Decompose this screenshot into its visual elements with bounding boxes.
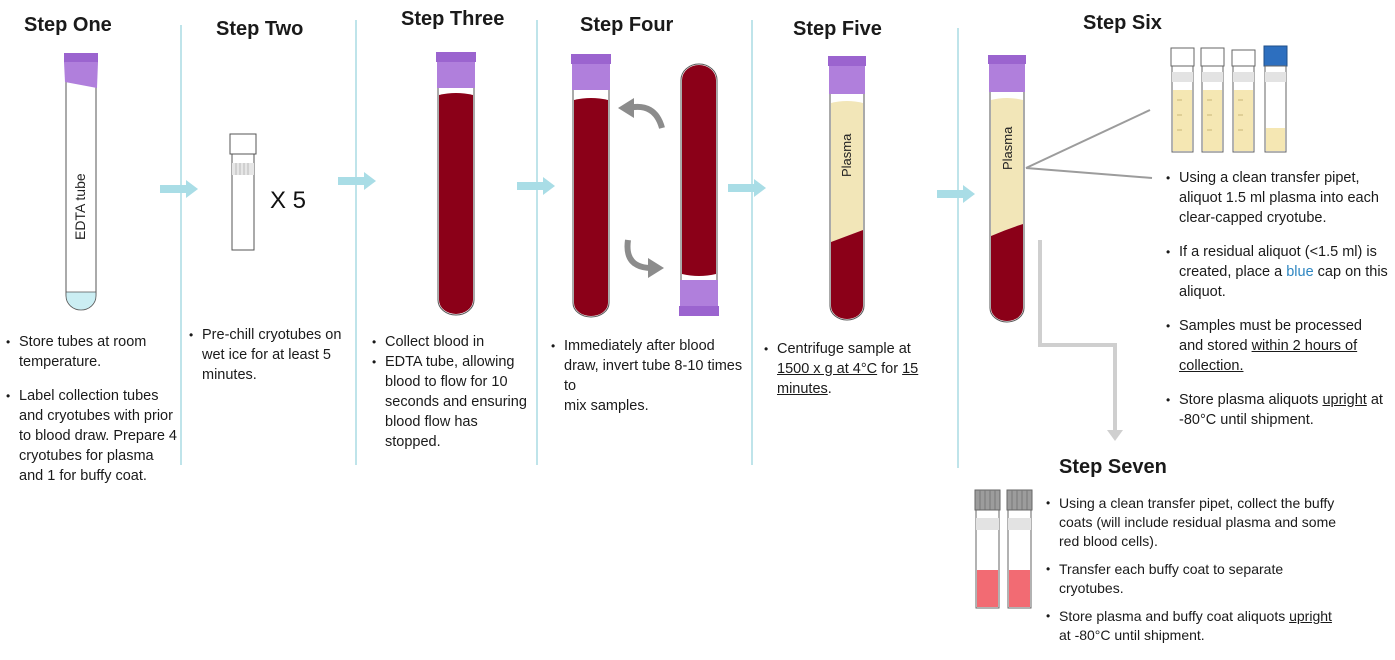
step-two-title: Step Two — [216, 18, 304, 40]
step-seven-connector — [1038, 240, 1117, 430]
centrifuged-tube-icon: Plasma — [828, 56, 866, 321]
step-six-note-3: Samples must be processed and stored wit… — [1166, 316, 1388, 376]
step-six-note-1: Using a clean transfer pipet, aliquot 1.… — [1166, 168, 1388, 228]
step-five-note-post: . — [827, 381, 832, 397]
aliquot-tube-3-icon — [1231, 49, 1256, 153]
divider-4 — [751, 20, 753, 465]
step-three-note-1: Collect blood in — [372, 332, 532, 352]
step-seven-note-3-text: Store plasma and buffy coat aliquots — [1059, 608, 1290, 624]
step-five-note-mid: for — [877, 361, 903, 377]
step-one-note-2: Label collection tubes and cryotubes wit… — [6, 386, 181, 486]
step-five-note-text: Centrifuge sample at — [777, 341, 911, 357]
cryotube-icon — [229, 133, 257, 251]
plasma-label-step6: Plasma — [1000, 126, 1015, 170]
step-one-note-1: Store tubes at room temperature. — [6, 332, 181, 372]
blood-tube-inverted-icon — [679, 63, 719, 316]
aliquot-tube-2-icon — [1200, 47, 1225, 153]
buffy-coat-tube-1-icon — [974, 489, 1001, 609]
step-seven-note-3: Store plasma and buffy coat aliquots upr… — [1046, 607, 1346, 645]
step-seven-note-3-post: at -80°C until shipment. — [1059, 627, 1205, 643]
step-six-note-4-upright: upright — [1322, 392, 1367, 408]
arrow-2-3 — [338, 172, 376, 190]
blue-cap-word: blue — [1286, 264, 1314, 280]
step-four-note-1-cont: mix samples. — [564, 398, 649, 414]
divider-1 — [180, 25, 182, 465]
step-five-time: 15 minutes — [777, 361, 919, 397]
divider-5 — [957, 28, 959, 468]
step-four-note-1: Immediately after blood draw, invert tub… — [551, 336, 746, 396]
divider-3 — [536, 20, 538, 465]
aliquot-pointer-lines — [1025, 109, 1153, 179]
step-seven-notes: Using a clean transfer pipet, collect th… — [1046, 494, 1346, 659]
step-seven-arrowhead — [1107, 430, 1123, 441]
plasma-label-step5: Plasma — [839, 133, 854, 177]
arrow-4-5 — [728, 179, 766, 197]
step-four-title: Step Four — [580, 14, 674, 36]
step-one-title: Step One — [24, 14, 112, 36]
step-six-notes: Using a clean transfer pipet, aliquot 1.… — [1166, 168, 1388, 444]
step-six-note-4: Store plasma aliquots upright at -80°C u… — [1166, 390, 1388, 430]
step-seven-note-3-upright: upright — [1289, 608, 1332, 624]
aliquot-tube-blue-cap-icon — [1263, 45, 1288, 153]
step-two-notes: Pre-chill cryotubes on wet ice for at le… — [189, 325, 349, 399]
arrow-5-6 — [937, 185, 975, 203]
cryotube-multiplier: X 5 — [270, 187, 306, 214]
step-five-title: Step Five — [793, 18, 882, 40]
step-five-note-1: Centrifuge sample at 1500 x g at 4°C for… — [764, 339, 944, 399]
step-six-note-2: If a residual aliquot (<1.5 ml) is creat… — [1166, 242, 1388, 302]
step-two-note-1: Pre-chill cryotubes on wet ice for at le… — [189, 325, 349, 385]
divider-2 — [355, 20, 357, 465]
step-six-note-2-text: If a residual aliquot (<1.5 ml) is creat… — [1179, 244, 1377, 280]
step-six-title: Step Six — [1083, 12, 1162, 34]
step-five-speed: 1500 x g at 4°C — [777, 361, 878, 377]
step-three-notes: Collect blood in EDTA tube, allowing blo… — [372, 332, 532, 452]
step-three-note-2: EDTA tube, allowing blood to flow for 10… — [372, 352, 532, 452]
step-five-notes: Centrifuge sample at 1500 x g at 4°C for… — [764, 339, 944, 413]
step-six-note-3-text: Samples must be processed and stored — [1179, 318, 1362, 354]
rotate-arrows-icon — [624, 104, 665, 271]
arrow-1-2 — [160, 180, 198, 198]
rotate-arrowheads-icon — [618, 98, 664, 278]
step-one-notes: Store tubes at room temperature. Label c… — [6, 332, 181, 500]
aliquot-tube-1-icon — [1170, 47, 1195, 153]
step-seven-title: Step Seven — [1059, 456, 1167, 478]
step-six-note-2-post: cap on this aliquot. — [1179, 264, 1388, 300]
step-seven-note-2: Transfer each buffy coat to separate cry… — [1046, 560, 1346, 598]
step-six-note-3-deadline: within 2 hours of collection. — [1179, 338, 1358, 374]
edta-tube-label: EDTA tube — [72, 173, 88, 240]
step-three-title: Step Three — [401, 8, 505, 30]
buffy-coat-tube-2-icon — [1006, 489, 1033, 609]
centrifuged-tube-step6-icon: Plasma — [988, 55, 1026, 323]
step-arrows — [160, 172, 975, 203]
blood-tube-icon — [436, 52, 476, 316]
step-four-notes: Immediately after blood draw, invert tub… — [551, 336, 746, 416]
edta-tube-empty-icon: EDTA tube — [64, 53, 98, 311]
step-six-note-4-text: Store plasma aliquots — [1179, 392, 1323, 408]
step-six-note-4-post: at -80°C until shipment. — [1179, 392, 1383, 428]
arrow-3-4 — [517, 177, 555, 195]
step-seven-note-1: Using a clean transfer pipet, collect th… — [1046, 494, 1346, 551]
blood-tube-upright-icon — [571, 54, 611, 318]
